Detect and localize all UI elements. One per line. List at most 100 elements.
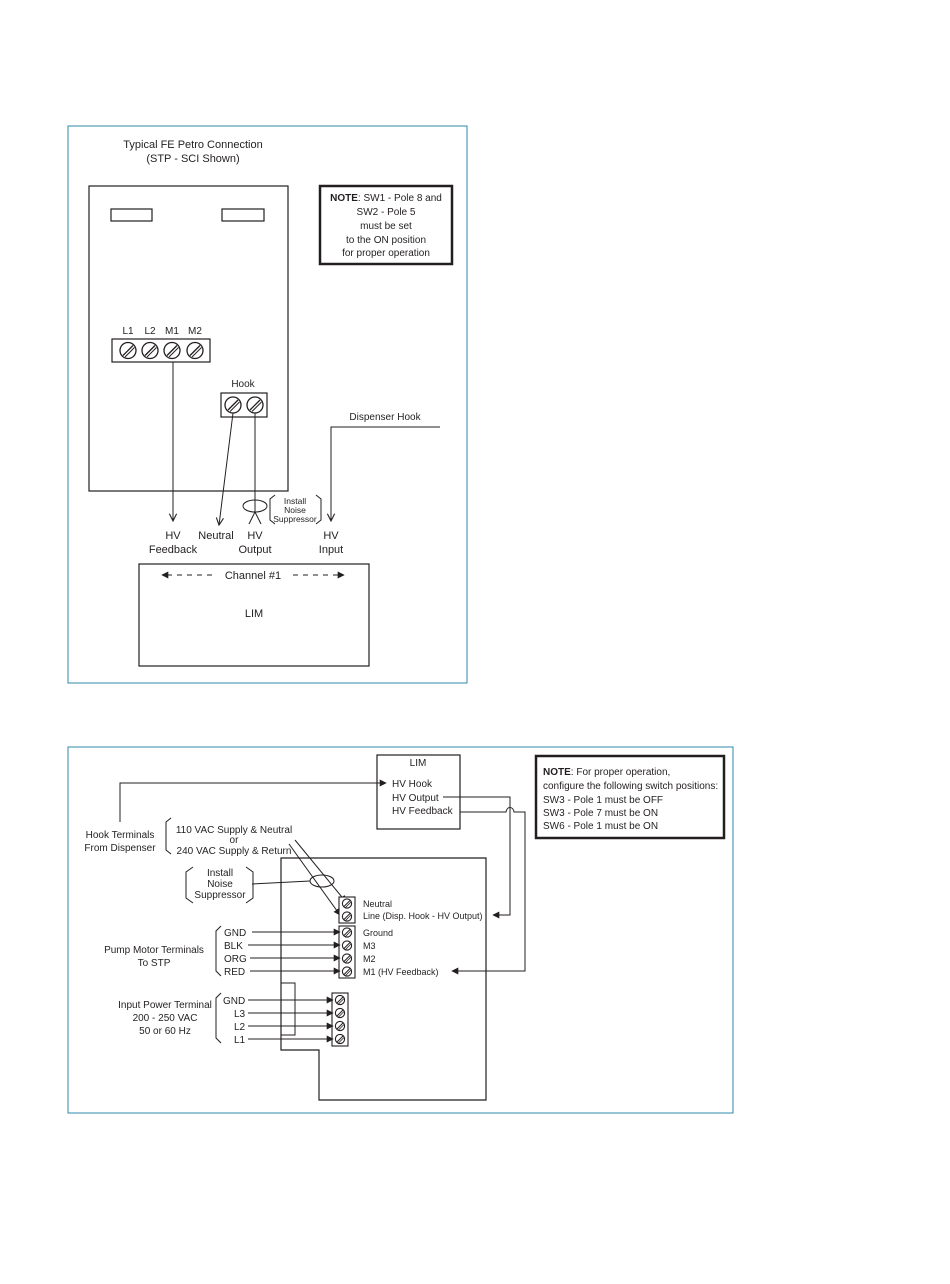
figure-1: Typical FE Petro Connection (STP - SCI S… [67, 125, 468, 684]
pump-wire-gnd: GND [224, 928, 246, 939]
terminal-label-m2: M2 [188, 326, 202, 337]
fig2-lim-title: LIM [410, 758, 427, 769]
fig2-note-line1: : For proper operation, [571, 767, 671, 778]
screw-m1-icon [163, 341, 181, 360]
supply-bracket [165, 817, 172, 855]
fig2-suppressor-line1: Install [207, 868, 233, 879]
pump-term-m2: M2 [363, 954, 376, 964]
hv-output-label-2: Output [238, 544, 271, 556]
pump-motor-block [338, 925, 356, 979]
pump-term-ground: Ground [363, 928, 393, 938]
stp-slot-right [221, 208, 265, 222]
screw-power-l2-icon [334, 1020, 346, 1032]
screw-line-icon [341, 911, 353, 922]
pump-bracket [215, 925, 222, 977]
fig2-note-line3: SW3 - Pole 1 must be OFF [543, 795, 663, 806]
wire-supply-line [288, 843, 341, 916]
lim-hv-feedback: HV Feedback [392, 806, 454, 817]
power-bracket [215, 992, 222, 1044]
hook-terminals-line2: From Dispenser [84, 843, 156, 854]
terminal-label-l2: L2 [144, 326, 156, 337]
supply-line3: 240 VAC Supply & Return [177, 846, 292, 857]
pump-wire-red: RED [224, 967, 245, 978]
wire-supply-neutral [294, 839, 347, 903]
hv-input-label-1: HV [323, 530, 339, 542]
stp-terminal-block [111, 338, 211, 363]
power-wire-l1: L1 [234, 1035, 246, 1046]
screw-l1-icon [119, 341, 137, 360]
fig1-note-line1: : SW1 - Pole 8 and [358, 193, 442, 204]
wire-hv-output-fork [248, 510, 262, 525]
fig2-note: NOTE: For proper operation, configure th… [534, 754, 726, 840]
supply-line1: 110 VAC Supply & Neutral [176, 825, 292, 836]
wire-hook-terminals [119, 779, 387, 822]
hv-feedback-label-1: HV [165, 530, 181, 542]
lim-hv-output: HV Output [392, 793, 439, 804]
fig1-lim-box [138, 563, 370, 667]
fig1-note-bold: NOTE [330, 193, 358, 204]
terminal-label-l1: L1 [122, 326, 134, 337]
screw-hook-1-icon [224, 396, 242, 414]
lim-hv-hook: HV Hook [392, 779, 433, 790]
hook-label: Hook [231, 379, 255, 390]
fig1-suppressor-line2: Noise [284, 505, 306, 515]
power-wire-l2: L2 [234, 1022, 246, 1033]
power-terms-line3: 50 or 60 Hz [139, 1026, 191, 1037]
fig2-suppressor-callout: Install Noise Suppressor [185, 866, 254, 904]
input-power-block [331, 992, 349, 1047]
fig1-note-line4: to the ON position [346, 235, 426, 246]
screw-power-gnd-icon [334, 994, 346, 1006]
terminal-label-m1: M1 [165, 326, 179, 337]
fig1-subtitle: (STP - SCI Shown) [146, 153, 239, 165]
fig1-note-line5: for proper operation [342, 248, 430, 259]
power-wire-gnd: GND [223, 996, 245, 1007]
svg-text:NOTE: SW1 - Pole 8 and: NOTE: SW1 - Pole 8 and [330, 193, 442, 204]
screw-l2-icon [141, 341, 159, 360]
fig1-lim-label: LIM [245, 608, 263, 620]
supply-line2: or [230, 835, 240, 846]
noise-suppressor-ring [242, 499, 268, 513]
screw-power-l3-icon [334, 1007, 346, 1019]
neutral-label: Neutral [198, 530, 233, 542]
power-wire-l3: L3 [234, 1009, 246, 1020]
wire-hv-feedback-lim [451, 807, 526, 975]
fig1-frame [67, 125, 468, 684]
fig1-suppressor-callout: Install Noise Suppressor [269, 494, 322, 525]
pump-terms-line1: Pump Motor Terminals [104, 945, 204, 956]
figure-2: LIM HV Hook HV Output HV Feedback NOTE: … [67, 746, 734, 1114]
fig1-note-line2: SW2 - Pole 5 [357, 207, 416, 218]
fig1-note: NOTE: SW1 - Pole 8 and SW2 - Pole 5 must… [318, 184, 454, 266]
fig2-note-bold: NOTE [543, 767, 571, 778]
fig2-lim-box [376, 754, 461, 830]
screw-m3-icon [341, 940, 353, 951]
wire-hv-output-lim [443, 796, 511, 919]
stp-slot-left [110, 208, 153, 222]
neutral-term-label: Neutral [363, 899, 392, 909]
fig2-noise-suppressor-ring [309, 874, 335, 888]
pump-term-m3: M3 [363, 941, 376, 951]
screw-power-l1-icon [334, 1033, 346, 1045]
stp-enclosure [280, 857, 487, 1101]
line-term-label: Line (Disp. Hook - HV Output) [363, 911, 483, 921]
screw-neutral-icon [341, 898, 353, 909]
fig2-suppressor-line2: Noise [207, 879, 233, 890]
hv-feedback-label-2: Feedback [149, 544, 198, 556]
power-terms-line1: Input Power Terminal [118, 1000, 212, 1011]
fig2-note-line2: configure the following switch positions… [543, 781, 718, 792]
pump-wire-blk: BLK [224, 941, 243, 952]
suppressor-pointer [251, 880, 311, 885]
screw-hook-2-icon [246, 396, 264, 414]
screw-m2-icon [341, 953, 353, 964]
fig1-note-line3: must be set [360, 221, 412, 232]
dispenser-hook-label: Dispenser Hook [349, 412, 421, 423]
svg-text:NOTE: For proper operation,: NOTE: For proper operation, [543, 767, 670, 778]
wire-dispenser-hook [331, 426, 440, 521]
power-terms-line2: 200 - 250 VAC [133, 1013, 198, 1024]
fig1-suppressor-line1: Install [284, 496, 306, 506]
channel-label: Channel #1 [225, 570, 281, 582]
screw-m2-icon [186, 341, 204, 360]
pump-wire-org: ORG [224, 954, 247, 965]
power-loop [280, 982, 296, 1036]
hook-terminals-line1: Hook Terminals [86, 830, 155, 841]
